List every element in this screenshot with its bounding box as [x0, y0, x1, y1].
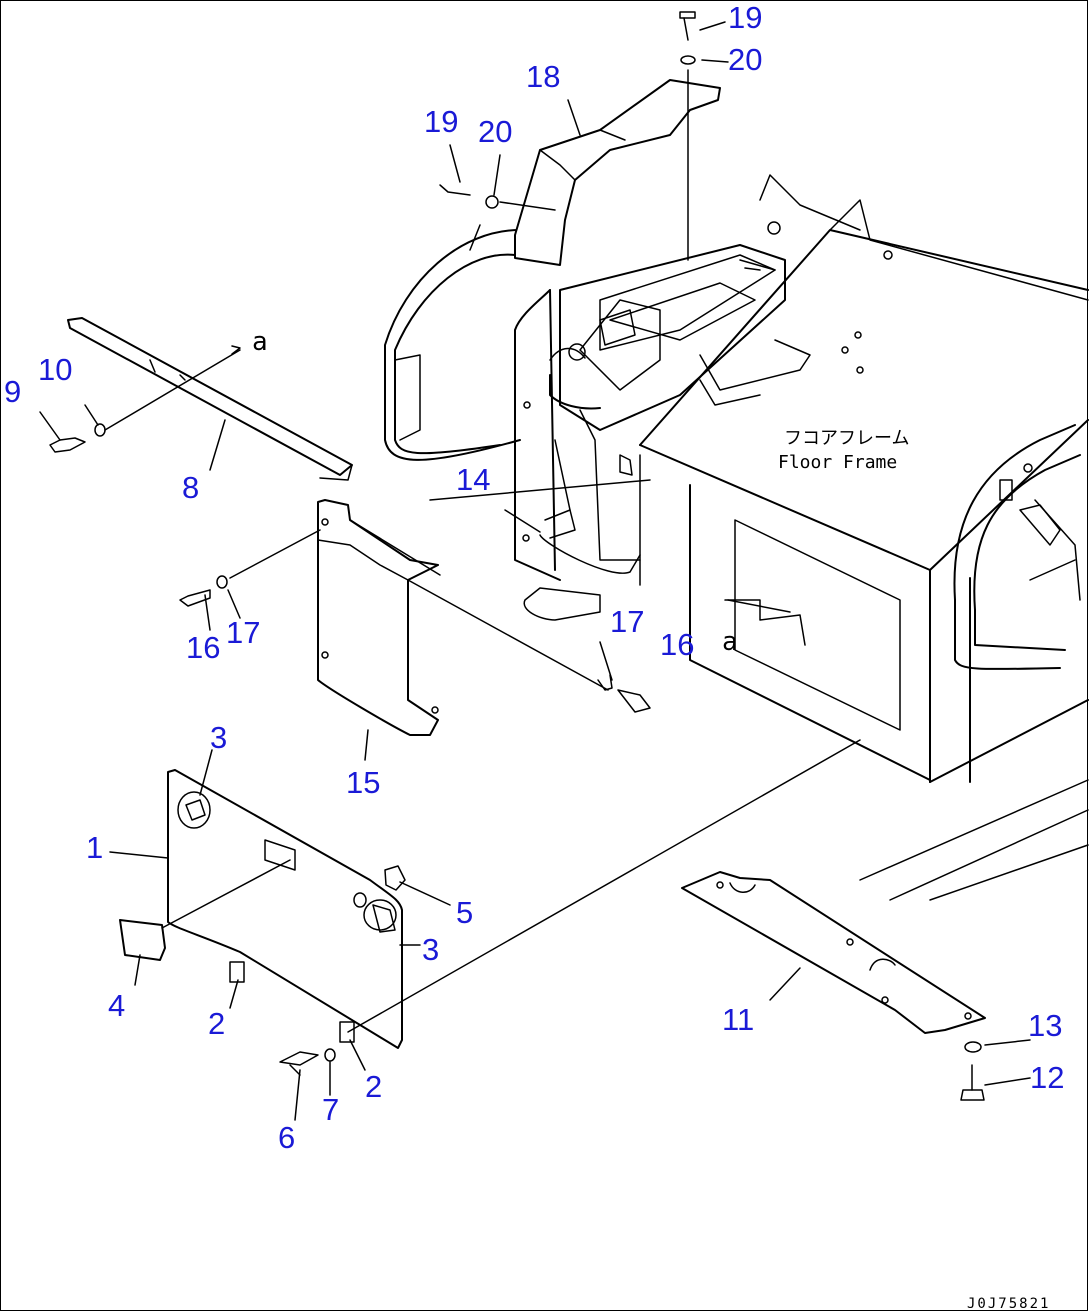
callout-20a: 20	[728, 42, 762, 77]
leader-lines	[39, 21, 1031, 1121]
callout-16a: 16	[186, 630, 220, 665]
callout-19a: 19	[728, 0, 762, 35]
callout-19b: 19	[424, 104, 458, 139]
callout-16b: 16	[660, 627, 694, 662]
bolt-19-left	[439, 184, 556, 211]
callout-1: 1	[86, 830, 103, 865]
floor-frame-label-jp: フコアフレーム	[784, 428, 909, 449]
part-8-bar	[49, 317, 353, 481]
callout-7: 7	[322, 1092, 339, 1127]
callouts: 1 2 2 3 3 4 5 6 7 8 9 10 11 12 13 14 15 …	[4, 0, 1064, 1155]
callout-2b: 2	[365, 1069, 382, 1104]
callout-14: 14	[456, 462, 490, 497]
callout-5: 5	[456, 895, 473, 930]
floor-frame	[639, 174, 1089, 901]
callout-10: 10	[38, 352, 72, 387]
callout-15: 15	[346, 765, 380, 800]
callout-6: 6	[278, 1120, 295, 1155]
callout-2a: 2	[208, 1006, 225, 1041]
callout-4: 4	[108, 988, 125, 1023]
callout-18: 18	[526, 59, 560, 94]
part-18-cover	[514, 79, 721, 266]
part-1-door-panel	[119, 739, 861, 1076]
callout-3a: 3	[210, 720, 227, 755]
part-11-plate	[681, 871, 986, 1101]
callout-3b: 3	[422, 932, 439, 967]
part-15-side-cover	[179, 479, 651, 736]
reference-a-right: a	[722, 627, 738, 657]
callout-13: 13	[1028, 1008, 1062, 1043]
console-assembly	[514, 244, 811, 621]
callout-20b: 20	[478, 114, 512, 149]
drawing-code: J0J75821	[967, 1296, 1050, 1312]
bolt-19-top	[679, 11, 696, 261]
callout-17a: 17	[226, 615, 260, 650]
left-tube	[384, 224, 521, 461]
callout-17b: 17	[610, 604, 644, 639]
reference-a-left: a	[252, 327, 268, 357]
callout-11: 11	[722, 1002, 754, 1037]
callout-8: 8	[182, 470, 199, 505]
callout-9: 9	[4, 374, 21, 409]
callout-12: 12	[1030, 1060, 1064, 1095]
floor-frame-label-en: Floor Frame	[778, 452, 897, 473]
